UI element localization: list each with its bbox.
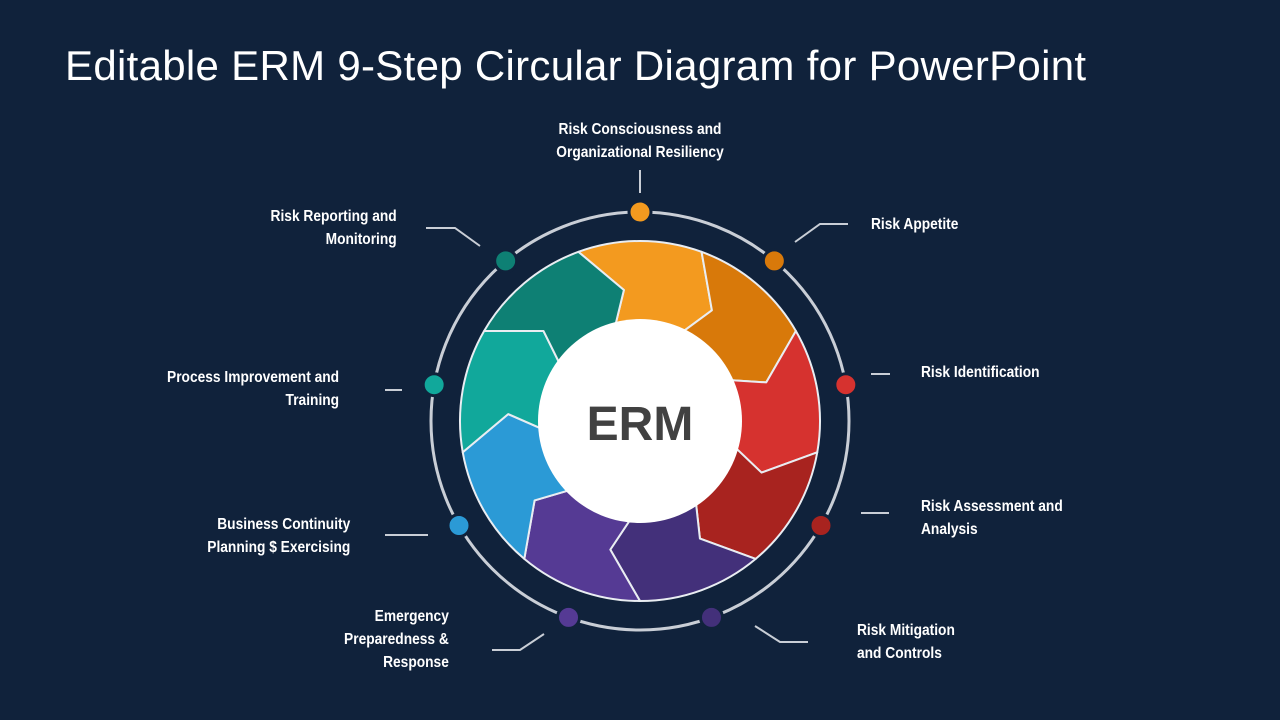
- step-dot-7: [446, 513, 472, 538]
- step-dot-2: [761, 248, 787, 274]
- step-dot-8: [421, 372, 447, 398]
- connector-lines: [385, 170, 890, 651]
- connector-line-6: [492, 633, 545, 651]
- connector-line-9: [426, 227, 481, 247]
- step-dot-4: [808, 513, 834, 538]
- label-risk-reporting: Risk Reporting and Monitoring: [270, 208, 397, 248]
- step-dots: [421, 199, 859, 630]
- step-dot-9: [493, 248, 519, 274]
- step-dot-3: [833, 372, 859, 398]
- label-business-continuity: Business Continuity Planning $ Exercisin…: [206, 516, 350, 556]
- label-process-improvement: Process Improvement and Training: [166, 369, 339, 409]
- label-risk-assessment: Risk Assessment and Analysis: [921, 498, 1063, 538]
- label-risk-mitigation: Risk Mitigation and Controls: [857, 622, 955, 662]
- center-circle: [538, 319, 742, 523]
- label-risk-consciousness: Risk Consciousness and Organizational Re…: [556, 121, 724, 161]
- label-risk-appetite: Risk Appetite: [871, 216, 959, 233]
- connector-line-2: [794, 223, 848, 243]
- step-dot-1: [627, 199, 653, 225]
- label-emergency-preparedness: Emergency Preparedness & Response: [344, 608, 449, 671]
- slide-title: Editable ERM 9-Step Circular Diagram for…: [65, 42, 1087, 89]
- center-label: ERM: [587, 398, 694, 451]
- step-dot-5: [698, 604, 724, 630]
- label-risk-identification: Risk Identification: [921, 364, 1040, 381]
- step-dot-6: [556, 604, 582, 630]
- connector-line-5: [754, 625, 808, 643]
